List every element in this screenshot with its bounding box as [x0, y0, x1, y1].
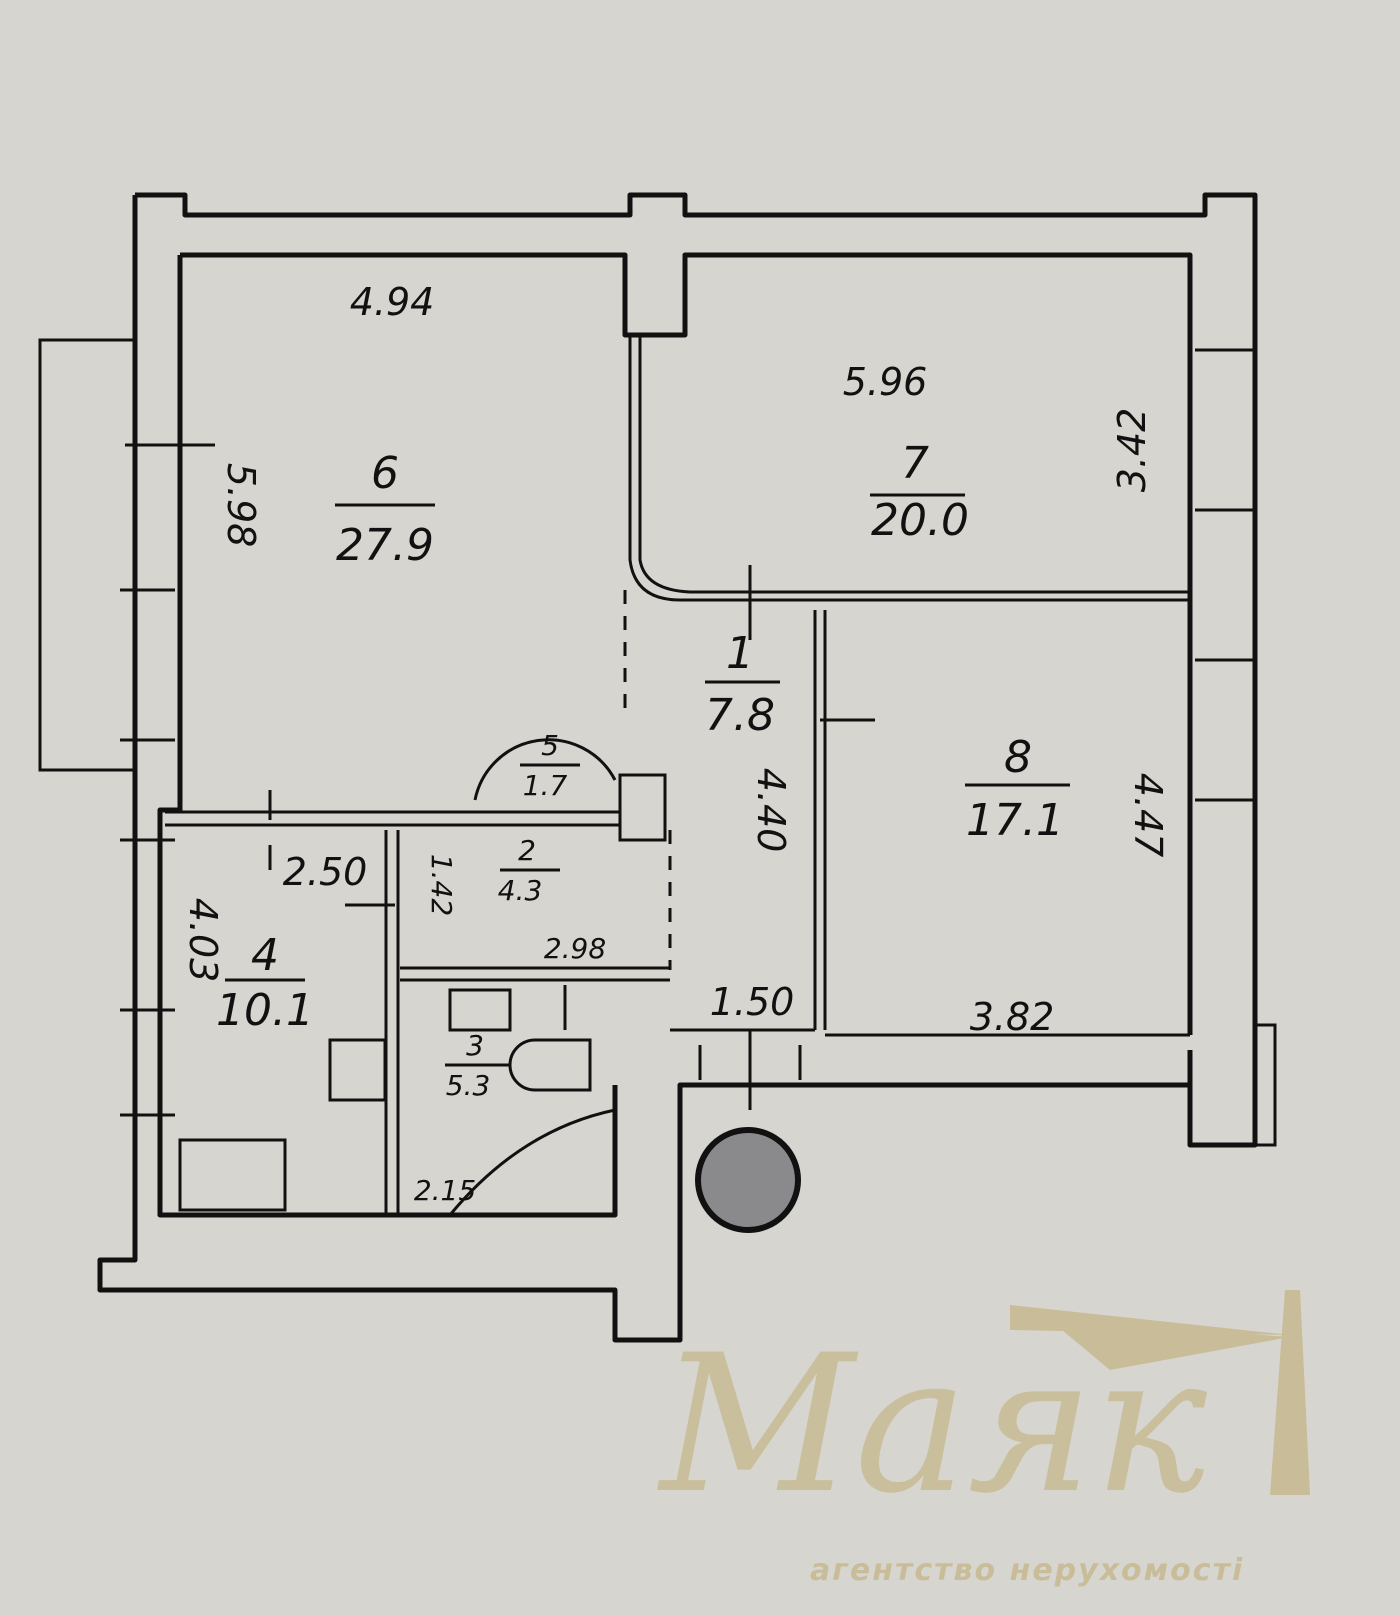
dimension: 1.42 [425, 854, 458, 916]
room-7: 7 20.0 5.96 3.42 [843, 360, 1154, 546]
dimension: 4.03 [181, 898, 225, 983]
room-2: 2 4.3 1.42 2.98 [425, 834, 606, 965]
room-number: 7 [901, 438, 929, 489]
balcony [38, 338, 137, 772]
room-area: 5.3 [446, 1069, 491, 1102]
stair-marker [695, 1127, 801, 1233]
room-1: 1 7.8 4.40 1.50 [705, 628, 794, 1024]
dimension: 5.96 [843, 360, 928, 404]
room-5: 5 1.7 [520, 729, 580, 802]
room-area: 4.3 [498, 874, 543, 907]
room-number: 3 [466, 1029, 484, 1062]
dimension: 3.42 [1110, 408, 1154, 493]
dimension: 2.98 [544, 932, 606, 965]
dimension: 4.40 [749, 768, 793, 853]
dimension: 2.15 [414, 1174, 476, 1207]
room-6: 6 27.9 4.94 5.98 [219, 280, 435, 571]
dimension: 4.94 [350, 280, 435, 324]
room-number: 5 [541, 729, 559, 762]
room-area: 17.1 [966, 795, 1064, 846]
washbasin [448, 988, 512, 1032]
room-number: 8 [1004, 732, 1032, 783]
sink [328, 1038, 387, 1102]
room-3: 3 5.3 2.15 [414, 1029, 510, 1207]
dimension: 4.47 [1126, 773, 1170, 858]
room-8: 8 17.1 4.47 3.82 [965, 732, 1170, 1039]
room-number: 6 [371, 448, 399, 499]
room-number: 1 [726, 628, 754, 679]
watermark-logo: Маяк агентство нерухомості [657, 1290, 1310, 1588]
brand-name: Маяк [657, 1314, 1208, 1535]
dimension: 3.82 [970, 995, 1055, 1039]
room-number: 2 [518, 834, 536, 867]
room-area: 10.1 [216, 985, 314, 1036]
room-area: 27.9 [336, 520, 434, 571]
bathtub-curve [448, 1108, 616, 1216]
dimension: 5.98 [219, 463, 263, 548]
brand-tagline: агентство нерухомості [810, 1553, 1244, 1588]
stove [178, 1138, 287, 1212]
room-area: 7.8 [705, 690, 775, 741]
dimension: 2.50 [283, 850, 368, 894]
toilet [508, 1038, 592, 1092]
room-area: 20.0 [871, 495, 969, 546]
room-area: 1.7 [523, 769, 568, 802]
room-number: 4 [251, 930, 279, 981]
room-4: 4 10.1 2.50 4.03 [181, 850, 367, 1036]
walls [38, 192, 1277, 1343]
dimension: 1.50 [710, 980, 795, 1024]
